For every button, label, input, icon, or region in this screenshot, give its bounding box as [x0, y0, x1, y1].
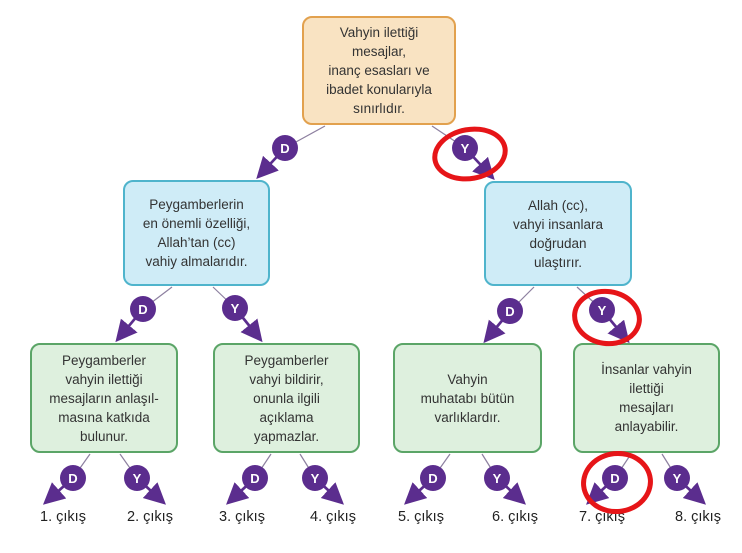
branch-circle-y: Y — [484, 465, 510, 491]
leaf2-node-box: Peygamberler vahyi bildirir, onunla ilgi… — [213, 343, 360, 453]
branch-circle-d: D — [130, 296, 156, 322]
left-node-box: Peygamberlerin en önemli özelliği, Allah… — [123, 180, 270, 286]
branch-circle-d: D — [497, 298, 523, 324]
leaf1-node-text: Peygamberler vahyin ilettiği mesajların … — [49, 352, 159, 444]
exit-label-2: 2. çıkış — [127, 509, 173, 525]
right-node-box: Allah (cc), vahyi insanlara doğrudan ula… — [484, 181, 632, 286]
exit-label-4: 4. çıkış — [310, 509, 356, 525]
leaf3-node-box: Vahyin muhatabı bütün varlıklardır. — [393, 343, 542, 453]
branch-circle-d: D — [242, 465, 268, 491]
leaf4-node-box: İnsanlar vahyin ilettiği mesajları anlay… — [573, 343, 720, 453]
leaf4-node-text: İnsanlar vahyin ilettiği mesajları anlay… — [601, 362, 692, 434]
branch-circle-d: D — [60, 465, 86, 491]
branch-circle-y: Y — [589, 297, 615, 323]
left-node-text: Peygamberlerin en önemli özelliği, Allah… — [142, 197, 251, 269]
exit-label-7: 7. çıkış — [579, 509, 625, 525]
branch-circle-y: Y — [124, 465, 150, 491]
branch-circle-d: D — [420, 465, 446, 491]
exit-label-1: 1. çıkış — [40, 509, 86, 525]
branch-circle-y: Y — [302, 465, 328, 491]
exit-label-5: 5. çıkış — [398, 509, 444, 525]
branch-circle-d: D — [272, 135, 298, 161]
branch-circle-y: Y — [222, 295, 248, 321]
right-node-text: Allah (cc), vahyi insanlara doğrudan ula… — [512, 197, 604, 270]
branch-circle-y: Y — [452, 135, 478, 161]
exit-label-8: 8. çıkış — [675, 509, 721, 525]
root-node-text: Vahyin ilettiği mesajlar, inanç esasları… — [326, 25, 432, 116]
leaf3-node-text: Vahyin muhatabı bütün varlıklardır. — [420, 371, 515, 425]
exit-label-6: 6. çıkış — [492, 509, 538, 525]
leaf2-node-text: Peygamberler vahyi bildirir, onunla ilgi… — [244, 352, 329, 444]
branch-circle-y: Y — [664, 465, 690, 491]
leaf1-node-box: Peygamberler vahyin ilettiği mesajların … — [30, 343, 178, 453]
exit-label-3: 3. çıkış — [219, 509, 265, 525]
root-node-box: Vahyin ilettiği mesajlar, inanç esasları… — [302, 16, 456, 125]
